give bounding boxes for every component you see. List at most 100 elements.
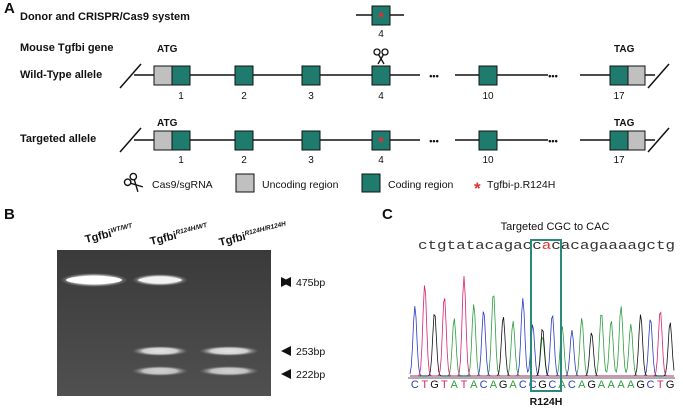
gel-band-homo-222: [199, 366, 259, 376]
base-call: T: [657, 379, 664, 391]
gel-band-het-222: [132, 366, 188, 376]
wt-exon17-coding: [609, 65, 629, 86]
wt-exon17-uncoding: [627, 65, 646, 86]
panel-c-label: C: [382, 206, 393, 223]
donor-exon-box: [371, 5, 391, 26]
band-label-475: 475bp: [296, 277, 325, 289]
legend-uncoding-swatch: [235, 173, 255, 193]
band-label-222: 222bp: [296, 369, 325, 381]
base-call: A: [558, 379, 566, 391]
wt-ellipsis-1: •••: [429, 71, 438, 81]
base-call: T: [421, 379, 428, 391]
donor-exon-number: 4: [378, 29, 384, 40]
chromatogram: [409, 275, 675, 377]
lane-label-het: TgfbiR124H/WT: [149, 222, 210, 248]
base-call: T: [441, 379, 448, 391]
base-call: A: [451, 379, 459, 391]
targeted-allele: * ••• •••: [119, 127, 670, 153]
base-call: A: [598, 379, 606, 391]
tg-ellipsis-1: •••: [429, 136, 438, 146]
wt-exon-number: 4: [378, 91, 384, 102]
mutation-label: R124H: [530, 396, 563, 408]
gene-label: Mouse Tgfbi gene: [20, 42, 114, 54]
wt-exon3: [301, 65, 321, 86]
base-call: C: [519, 379, 527, 391]
base-call: G: [636, 379, 645, 391]
base-call: C: [411, 379, 419, 391]
gel-band-homo-253: [199, 346, 259, 356]
legend: Cas9/sgRNA Uncoding region Coding region…: [123, 172, 555, 198]
base-call: A: [470, 379, 478, 391]
band-markers: 475bp 253bp 222bp: [281, 277, 325, 381]
marker-arrow-475: [281, 277, 291, 287]
wt-exon-number: 17: [613, 91, 625, 102]
tg-exon-number: 4: [378, 155, 384, 166]
tg-exon-number: 2: [241, 155, 247, 166]
legend-mutation: Tgfbi-p.R124H: [487, 179, 555, 191]
base-call: C: [529, 379, 537, 391]
base-call: C: [480, 379, 488, 391]
tg-exon-numbers: 1 2 3 4 10 17: [178, 155, 625, 166]
tg-atg-label: ATG: [157, 118, 178, 129]
base-call: G: [430, 379, 439, 391]
base-call: C: [568, 379, 576, 391]
base-call: G: [499, 379, 508, 391]
tg-ellipsis-2: •••: [548, 136, 557, 146]
base-call: A: [490, 379, 498, 391]
gel-band-het-253: [132, 346, 188, 356]
wt-exon-number: 10: [482, 91, 494, 102]
wt-atg-label: ATG: [157, 44, 178, 55]
gel-image: [57, 250, 271, 396]
base-call: G: [666, 379, 675, 391]
donor-segment: * 4: [356, 5, 404, 40]
legend-uncoding: Uncoding region: [262, 179, 339, 191]
mutation-highlight-box: [530, 239, 562, 392]
tg-mutation-star: *: [378, 134, 384, 151]
scissors-icon: [123, 172, 144, 193]
donor-mutation-star: *: [378, 9, 384, 26]
lane-label-homo: TgfbiR124H/R124H: [218, 220, 288, 248]
tg-exon-number: 1: [178, 155, 184, 166]
base-call: C: [548, 379, 556, 391]
base-call: A: [627, 379, 635, 391]
legend-coding-swatch: [361, 173, 381, 193]
wt-exon-numbers: 1 2 3 4 10 17: [178, 91, 625, 102]
lane-label-wt: TgfbiWT/WT: [84, 222, 135, 246]
trace-T: [410, 275, 674, 377]
wt-ellipsis-2: •••: [548, 71, 557, 81]
wt-exon-number: 2: [241, 91, 247, 102]
wt-left-break: [119, 63, 142, 89]
base-call: A: [509, 379, 517, 391]
tg-exon-number: 10: [482, 155, 494, 166]
tg-exon-number: 3: [308, 155, 314, 166]
wt-exon10: [478, 65, 498, 86]
base-call: A: [578, 379, 586, 391]
legend-mutation-star: *: [474, 179, 481, 198]
base-call: T: [461, 379, 468, 391]
wt-exon-number: 3: [308, 91, 314, 102]
wt-exon1-uncoding: [153, 65, 173, 86]
panel-a-label: A: [4, 0, 15, 17]
legend-coding: Coding region: [388, 179, 454, 191]
wt-exon2: [234, 65, 254, 86]
band-label-253: 253bp: [296, 346, 325, 358]
scissors-icon: [373, 48, 389, 65]
base-call: G: [587, 379, 596, 391]
panel-c-title: Targeted CGC to CAC: [501, 221, 610, 233]
wt-allele: ••• •••: [119, 63, 670, 89]
legend-cas9: Cas9/sgRNA: [152, 179, 213, 191]
wt-exon1-coding: [171, 65, 191, 86]
base-call: C: [647, 379, 655, 391]
base-call: A: [617, 379, 625, 391]
marker-arrow-222: [281, 369, 291, 379]
lane-labels: TgfbiWT/WT TgfbiR124H/WT TgfbiR124H/R124…: [84, 220, 288, 248]
base-call: G: [538, 379, 547, 391]
targeted-allele-label: Targeted allele: [20, 133, 96, 145]
trace-A: [410, 295, 674, 377]
base-call: A: [608, 379, 616, 391]
panel-b-label: B: [4, 206, 15, 223]
wt-tag-label: TAG: [614, 44, 635, 55]
